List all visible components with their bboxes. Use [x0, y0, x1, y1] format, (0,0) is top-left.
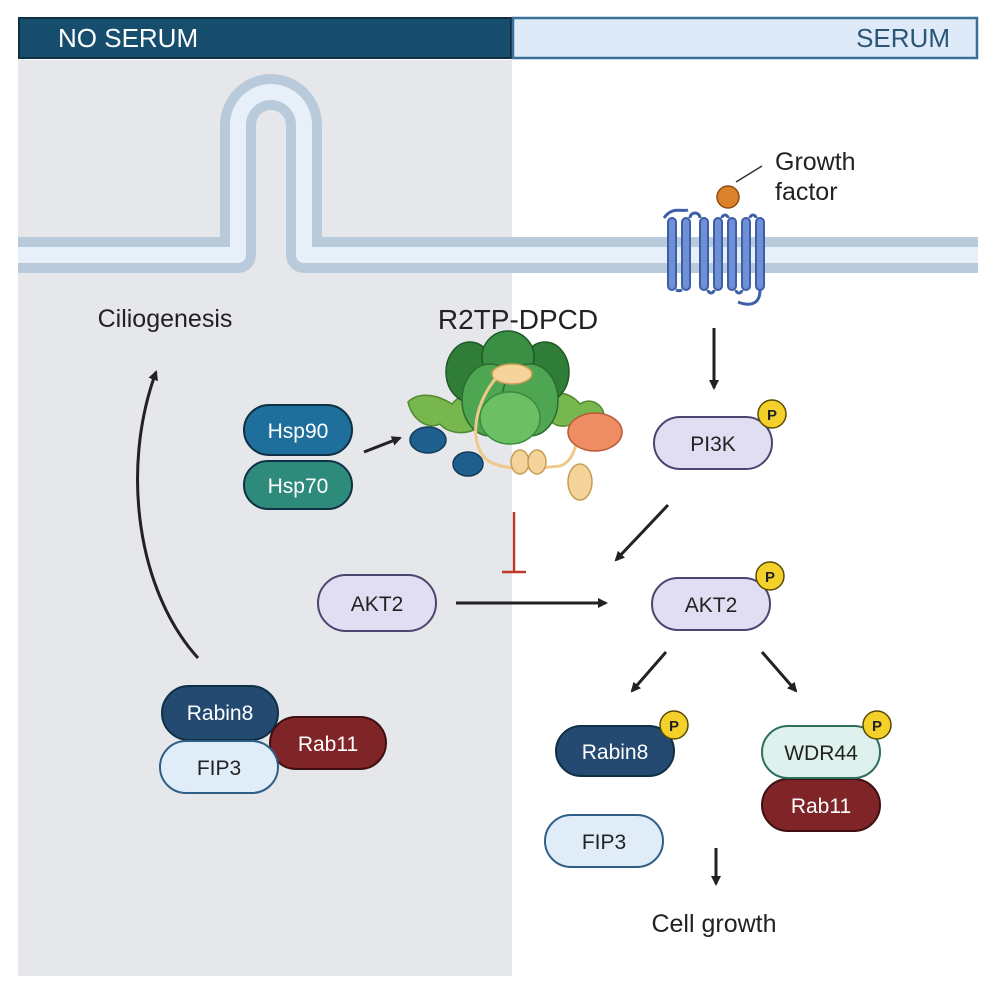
- rabin8-right-label: Rabin8: [582, 741, 649, 764]
- hsp70-pill: Hsp70: [243, 460, 353, 510]
- akt2-inactive-pill: AKT2: [317, 574, 437, 632]
- fip3-left-label: FIP3: [197, 757, 241, 780]
- growth-factor-label-line2: factor: [775, 178, 838, 206]
- wdr44-phospho-label: P: [872, 718, 882, 735]
- arrow-akt2-to-wdr44: [760, 651, 798, 693]
- fip3-left-pill: FIP3: [159, 740, 279, 794]
- akt2-active-pill: AKT2 P: [651, 561, 785, 631]
- rab11-right-pill: Rab11: [761, 778, 881, 832]
- arrow-pi3k-to-akt2: [614, 503, 670, 562]
- akt2-active-label: AKT2: [685, 594, 738, 617]
- rab11-left-pill: Rab11: [269, 716, 387, 770]
- cell-membrane: [18, 74, 978, 273]
- header: NO SERUM SERUM: [18, 16, 979, 60]
- growth-factor-label-line1: Growth: [775, 148, 856, 176]
- akt2-phospho-badge: [755, 561, 785, 591]
- rab11-left-label: Rab11: [298, 733, 358, 756]
- cell-growth-label: Cell growth: [651, 910, 776, 938]
- rab11-right-label: Rab11: [791, 795, 851, 818]
- wdr44-phospho-badge: [862, 710, 892, 740]
- wdr44-pill: WDR44 P: [761, 710, 892, 779]
- hsp90-label: Hsp90: [268, 420, 329, 443]
- inhibition-symbol: [502, 512, 526, 574]
- arrow-to-ciliogenesis: [136, 370, 200, 660]
- rabin8-left-label: Rabin8: [187, 702, 254, 725]
- pi3k-phospho-label: P: [767, 407, 777, 424]
- complex-label: R2TP-DPCD: [438, 304, 598, 335]
- fip3-right-pill: FIP3: [544, 814, 664, 868]
- pi3k-label: PI3K: [690, 433, 736, 456]
- rabin8-phospho-label: P: [669, 718, 679, 735]
- r2tp-dpcd-complex-icon: [407, 330, 623, 501]
- no-serum-panel: [18, 60, 512, 976]
- akt2-phospho-label: P: [765, 569, 775, 586]
- akt2-inactive-label: AKT2: [351, 593, 404, 616]
- growth-factor-icon: [716, 165, 763, 209]
- hsp70-label: Hsp70: [268, 475, 329, 498]
- serum-label: SERUM: [856, 23, 950, 53]
- pi3k-pill: PI3K P: [653, 399, 787, 470]
- arrow-hsp-to-complex: [363, 436, 402, 454]
- rabin8-phospho-badge: [659, 710, 689, 740]
- hsp90-pill: Hsp90: [243, 404, 353, 456]
- serum-header-bar: [511, 16, 979, 60]
- no-serum-header-bar: [18, 17, 512, 59]
- arrows: [136, 328, 798, 886]
- arrow-akt2-to-rabin8: [630, 651, 668, 693]
- fip3-right-label: FIP3: [582, 831, 626, 854]
- wdr44-label: WDR44: [784, 742, 858, 765]
- rabin8-right-pill: Rabin8 P: [555, 710, 689, 777]
- ciliogenesis-label: Ciliogenesis: [98, 305, 233, 333]
- no-serum-label: NO SERUM: [58, 23, 198, 53]
- pi3k-phospho-badge: [757, 399, 787, 429]
- rabin8-left-pill: Rabin8: [161, 685, 279, 741]
- receptor-icon: [662, 208, 765, 306]
